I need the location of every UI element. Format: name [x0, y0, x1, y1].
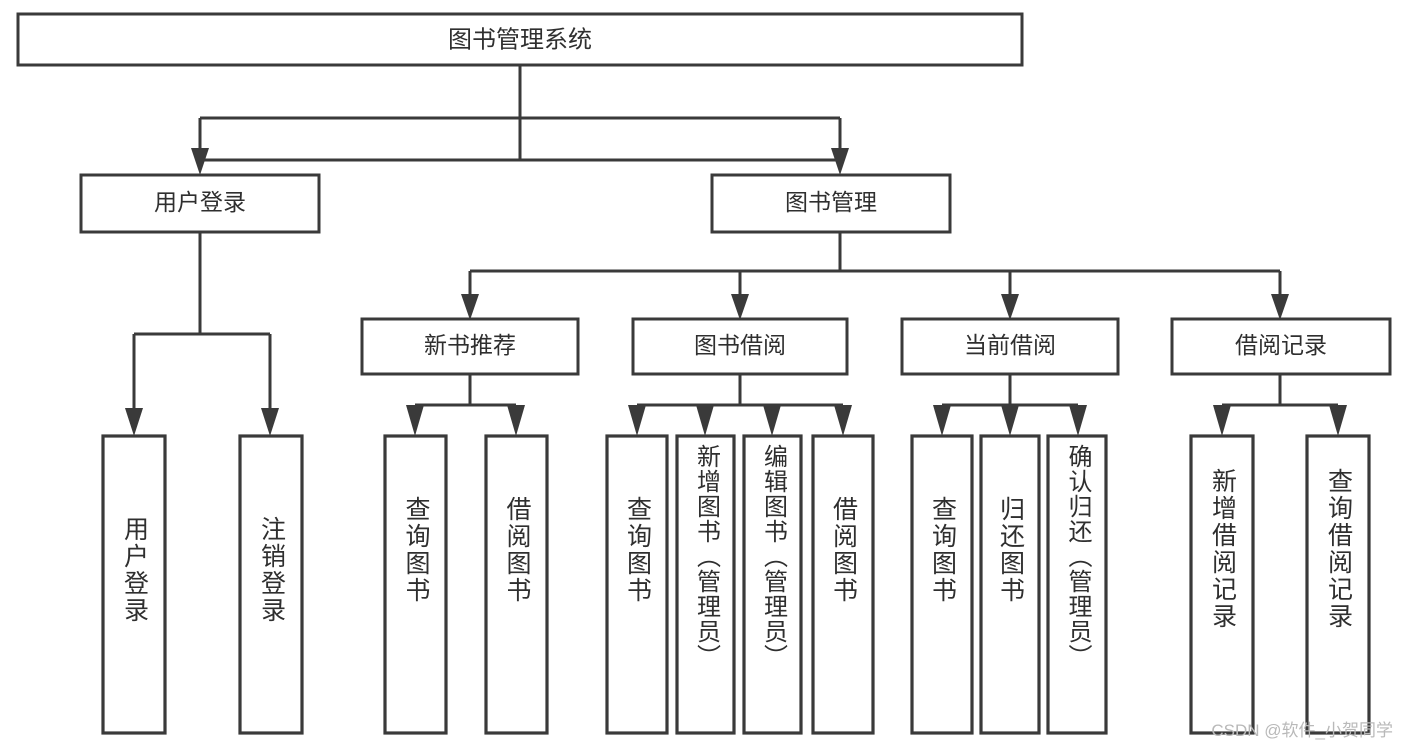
arrow-head-leaf-query-book-1 [406, 405, 424, 436]
node-book-borrow-label: 图书借阅 [694, 332, 786, 358]
leaf-query-book-2-box[interactable] [605, 434, 669, 735]
node-new-book-recommend[interactable]: 新书推荐 [360, 317, 580, 376]
node-user-login-label: 用户登录 [154, 189, 246, 215]
node-borrow-record[interactable]: 借阅记录 [1170, 317, 1392, 376]
arrow-head-leaf-query-book-2 [628, 405, 646, 436]
arrow-head-new-book-recommend [461, 294, 479, 320]
arrow-head-leaf-query-book-3 [933, 405, 951, 436]
arrow-head-book-borrow [731, 294, 749, 320]
node-book-borrow[interactable]: 图书借阅 [631, 317, 849, 376]
arrow-head-leaf-borrow-book-2 [834, 405, 852, 436]
leaf-return-book-box[interactable] [979, 434, 1041, 735]
arrow-head-leaf-query-record [1329, 405, 1347, 436]
node-root[interactable]: 图书管理系统 [16, 12, 1024, 67]
arrow-head-leaf-edit-book [763, 405, 781, 436]
leaf-add-record-box[interactable] [1189, 434, 1255, 735]
arrow-head-leaf-add-record [1213, 405, 1231, 436]
leaf-borrow-book-1-box[interactable] [484, 434, 549, 735]
arrow-head-current-borrow [1001, 294, 1019, 320]
arrow-head-leaf-confirm-return [1069, 405, 1087, 436]
node-user-login[interactable]: 用户登录 [79, 173, 321, 234]
leaf-borrow-book-2-box[interactable] [811, 434, 875, 735]
leaf-user-login-box[interactable] [101, 434, 167, 735]
leaf-box-layer [101, 434, 1371, 735]
node-new-book-recommend-label: 新书推荐 [424, 332, 516, 358]
node-borrow-record-label: 借阅记录 [1235, 332, 1327, 358]
arrow-head-leaf-user-login [125, 408, 143, 436]
node-root-label: 图书管理系统 [448, 26, 592, 53]
leaf-query-record-box[interactable] [1305, 434, 1371, 735]
arrow-head-leaf-add-book [696, 405, 714, 436]
node-current-borrow[interactable]: 当前借阅 [900, 317, 1120, 376]
arrow-head-user-login [191, 148, 209, 175]
arrow-head-leaf-logout [261, 408, 279, 436]
leaf-query-book-3-box[interactable] [910, 434, 974, 735]
node-root-box[interactable] [16, 12, 1024, 67]
arrow-head-leaf-return-book [1001, 405, 1019, 436]
node-book-manage[interactable]: 图书管理 [710, 173, 952, 234]
leaf-logout-box[interactable] [238, 434, 304, 735]
node-current-borrow-box[interactable] [900, 317, 1120, 376]
node-borrow-record-box[interactable] [1170, 317, 1392, 376]
node-book-manage-label: 图书管理 [785, 189, 877, 215]
arrow-head-leaf-borrow-book-1 [507, 405, 525, 436]
node-new-book-recommend-box[interactable] [360, 317, 580, 376]
leaf-confirm-return-box[interactable] [1046, 434, 1108, 735]
node-book-manage-box[interactable] [710, 173, 952, 234]
connector-layer [125, 65, 1347, 436]
arrow-head-borrow-record [1271, 294, 1289, 320]
node-current-borrow-label: 当前借阅 [964, 332, 1056, 358]
node-book-borrow-box[interactable] [631, 317, 849, 376]
leaf-add-book-box[interactable] [675, 434, 736, 735]
leaf-query-book-1-box[interactable] [383, 434, 448, 735]
arrow-head-book-manage [831, 148, 849, 175]
node-user-login-box[interactable] [79, 173, 321, 234]
leaf-edit-book-box[interactable] [742, 434, 803, 735]
